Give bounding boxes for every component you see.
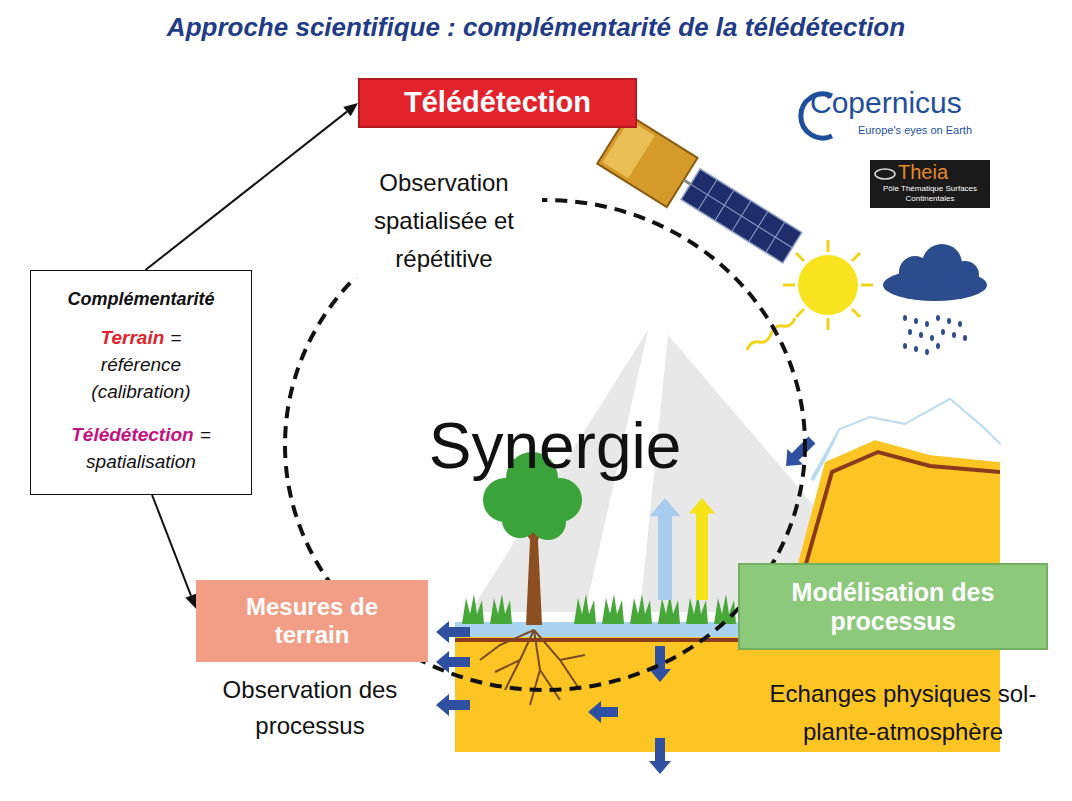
logo-box bbox=[870, 160, 990, 208]
note-box: ComplémentaritéTerrain= référence (calib… bbox=[30, 270, 252, 495]
rain-drop bbox=[958, 321, 962, 327]
process-box: Modélisation des processusEchanges physi… bbox=[738, 563, 1048, 650]
connector-arrow bbox=[152, 495, 196, 609]
diagram-title: Approche scientifique : complémentarité … bbox=[20, 12, 1052, 43]
grass-tuft bbox=[574, 594, 596, 624]
tree-roots bbox=[480, 630, 585, 705]
note-line: Télédétection= spatialisation bbox=[66, 422, 216, 476]
cloud bbox=[883, 244, 987, 301]
flux-arrow bbox=[689, 498, 715, 600]
rain-drop bbox=[903, 315, 907, 321]
sun-ray-wave bbox=[747, 318, 795, 350]
rain-drop bbox=[919, 332, 923, 338]
rain-drop bbox=[963, 335, 967, 341]
connector-line bbox=[152, 495, 191, 596]
sun-disc bbox=[798, 255, 858, 315]
rain-drop bbox=[952, 332, 956, 338]
note-line: Terrain= référence (calibration) bbox=[66, 325, 216, 406]
panel-line bbox=[691, 184, 793, 248]
grass-tuft bbox=[630, 594, 652, 624]
satellite-body-shade bbox=[603, 120, 655, 178]
sun bbox=[783, 240, 873, 330]
process-box-fill: Télédétection bbox=[358, 78, 637, 128]
grass-tuft bbox=[462, 594, 484, 624]
rain-drop bbox=[930, 335, 934, 341]
rain-drop bbox=[914, 318, 918, 324]
flux-arrow bbox=[649, 646, 671, 682]
panel-grid bbox=[681, 169, 802, 263]
rain bbox=[903, 315, 967, 355]
logo-eye bbox=[875, 169, 895, 179]
logo-text: Pôle Thématique Surfaces Continentales bbox=[874, 184, 986, 204]
satellite bbox=[597, 114, 806, 274]
flux-arrow bbox=[649, 738, 671, 774]
flux-arrow bbox=[650, 498, 681, 600]
note-keyword: Terrain bbox=[101, 327, 165, 348]
process-box-fill: Mesures de terrain bbox=[196, 580, 428, 662]
panel-arm bbox=[684, 180, 691, 184]
rain-drop bbox=[925, 349, 929, 355]
grass-tuft bbox=[490, 594, 512, 624]
snow-cover bbox=[825, 400, 1000, 462]
surface-water bbox=[455, 622, 745, 637]
note-keyword: Télédétection bbox=[71, 424, 193, 445]
connector-line bbox=[145, 112, 347, 270]
process-box-fill: Modélisation des processus bbox=[738, 563, 1048, 650]
arrow-head bbox=[343, 103, 358, 116]
note-heading: Complémentarité bbox=[67, 289, 214, 310]
flux-arrow bbox=[436, 621, 470, 643]
solar-panel bbox=[681, 169, 802, 263]
grass-tuft bbox=[602, 594, 624, 624]
connector-arrow bbox=[145, 103, 358, 270]
rain-drop bbox=[936, 315, 940, 321]
flux-arrow bbox=[436, 694, 470, 716]
flux-arrow bbox=[786, 437, 816, 467]
grass-tuft bbox=[714, 594, 736, 624]
satellite-body bbox=[597, 114, 697, 207]
rain-drop bbox=[941, 329, 945, 335]
box-heading: Télédétection bbox=[404, 86, 591, 119]
rain-drop bbox=[925, 321, 929, 327]
grass bbox=[462, 594, 736, 624]
center-label: Synergie bbox=[395, 410, 715, 484]
process-box: TélédétectionObservation spatialisée et … bbox=[358, 78, 637, 128]
box-caption: Observation des processus bbox=[210, 672, 410, 744]
box-caption: Echanges physiques sol-plante-atmosphère bbox=[750, 675, 1056, 751]
logo-text: Theia bbox=[898, 161, 978, 184]
box-caption: Observation spatialisée et répétitive bbox=[346, 164, 542, 278]
rain-drop bbox=[903, 343, 907, 349]
rain-drop bbox=[908, 329, 912, 335]
logo-text: Europe's eyes on Earth bbox=[858, 124, 998, 137]
arrow-head bbox=[185, 593, 196, 608]
flux-arrow bbox=[588, 701, 618, 723]
logo-text: Copernicus bbox=[810, 86, 990, 121]
rain-drop bbox=[914, 346, 918, 352]
process-box: Mesures de terrainObservation des proces… bbox=[196, 580, 428, 662]
rain-drop bbox=[947, 318, 951, 324]
box-heading: Modélisation des processus bbox=[788, 578, 998, 636]
box-heading: Mesures de terrain bbox=[227, 593, 397, 648]
rain-drop bbox=[936, 343, 940, 349]
